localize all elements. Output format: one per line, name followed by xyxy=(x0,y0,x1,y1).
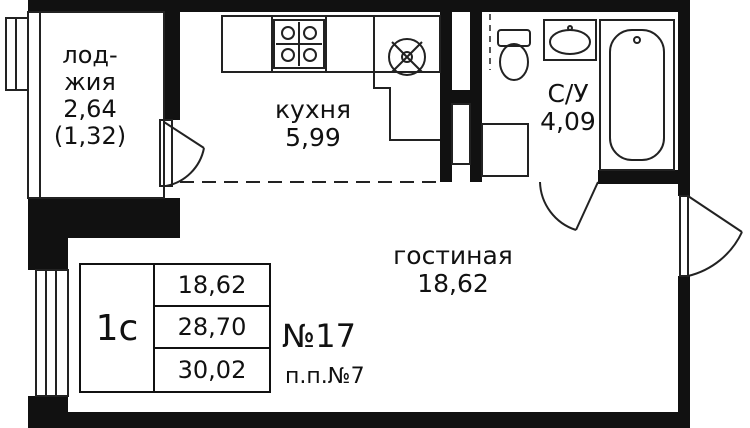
sink-icon xyxy=(388,38,426,76)
loggia-name-1: лод- xyxy=(62,41,118,69)
wall-top xyxy=(180,0,690,12)
bath-niche xyxy=(451,103,529,177)
wall-loggia-top xyxy=(28,0,180,12)
apartment-number: №17 xyxy=(282,317,356,355)
wall-left-lower xyxy=(28,236,68,270)
window-left xyxy=(35,269,69,397)
area-info-box: 1с 18,62 28,70 30,02 xyxy=(79,263,271,393)
stove-icon xyxy=(273,19,325,69)
bathroom-area: 4,09 xyxy=(540,107,596,136)
toilet-icon xyxy=(497,29,531,81)
washbasin-icon xyxy=(543,19,597,61)
kitchen-label: кухня 5,99 xyxy=(258,96,368,152)
loggia-area: 2,64 xyxy=(63,95,117,123)
bathroom-label: С/У 4,09 xyxy=(522,80,614,136)
loggia-area-reduced: (1,32) xyxy=(53,122,127,150)
kitchen-counter xyxy=(221,15,441,141)
wall-loggia-divider xyxy=(164,12,180,120)
wall-left-mid xyxy=(28,198,180,238)
wall-bath-bottom xyxy=(598,170,690,184)
loggia-name-2: жия xyxy=(64,68,116,96)
walls xyxy=(28,0,690,428)
living-label: гостиная 18,62 xyxy=(368,242,538,298)
loggia-label: лод- жия 2,64 (1,32) xyxy=(40,42,140,150)
living-area: 18,62 xyxy=(417,269,489,298)
loggia-frame xyxy=(5,11,165,199)
wall-bottom xyxy=(28,412,690,428)
living-area-value: 18,62 xyxy=(155,265,269,307)
kitchen-name: кухня xyxy=(274,95,352,124)
apartment-type: 1с xyxy=(81,265,155,391)
wall-right xyxy=(678,0,690,196)
living-name: гостиная xyxy=(393,241,513,270)
bathtub-icon xyxy=(599,19,675,171)
bathroom-name: С/У xyxy=(547,79,589,108)
kitchen-area: 5,99 xyxy=(285,123,341,152)
plan-number: п.п.№7 xyxy=(285,364,365,389)
wall-right-lower xyxy=(678,276,690,428)
wall-col xyxy=(440,90,482,104)
entrance-door xyxy=(679,195,743,277)
wall-left-bottom xyxy=(28,396,68,416)
total-area-with-loggia-value: 30,02 xyxy=(177,356,247,384)
loggia-door xyxy=(159,119,205,187)
total-area-value: 28,70 xyxy=(155,307,269,349)
bathroom-door xyxy=(539,181,599,231)
